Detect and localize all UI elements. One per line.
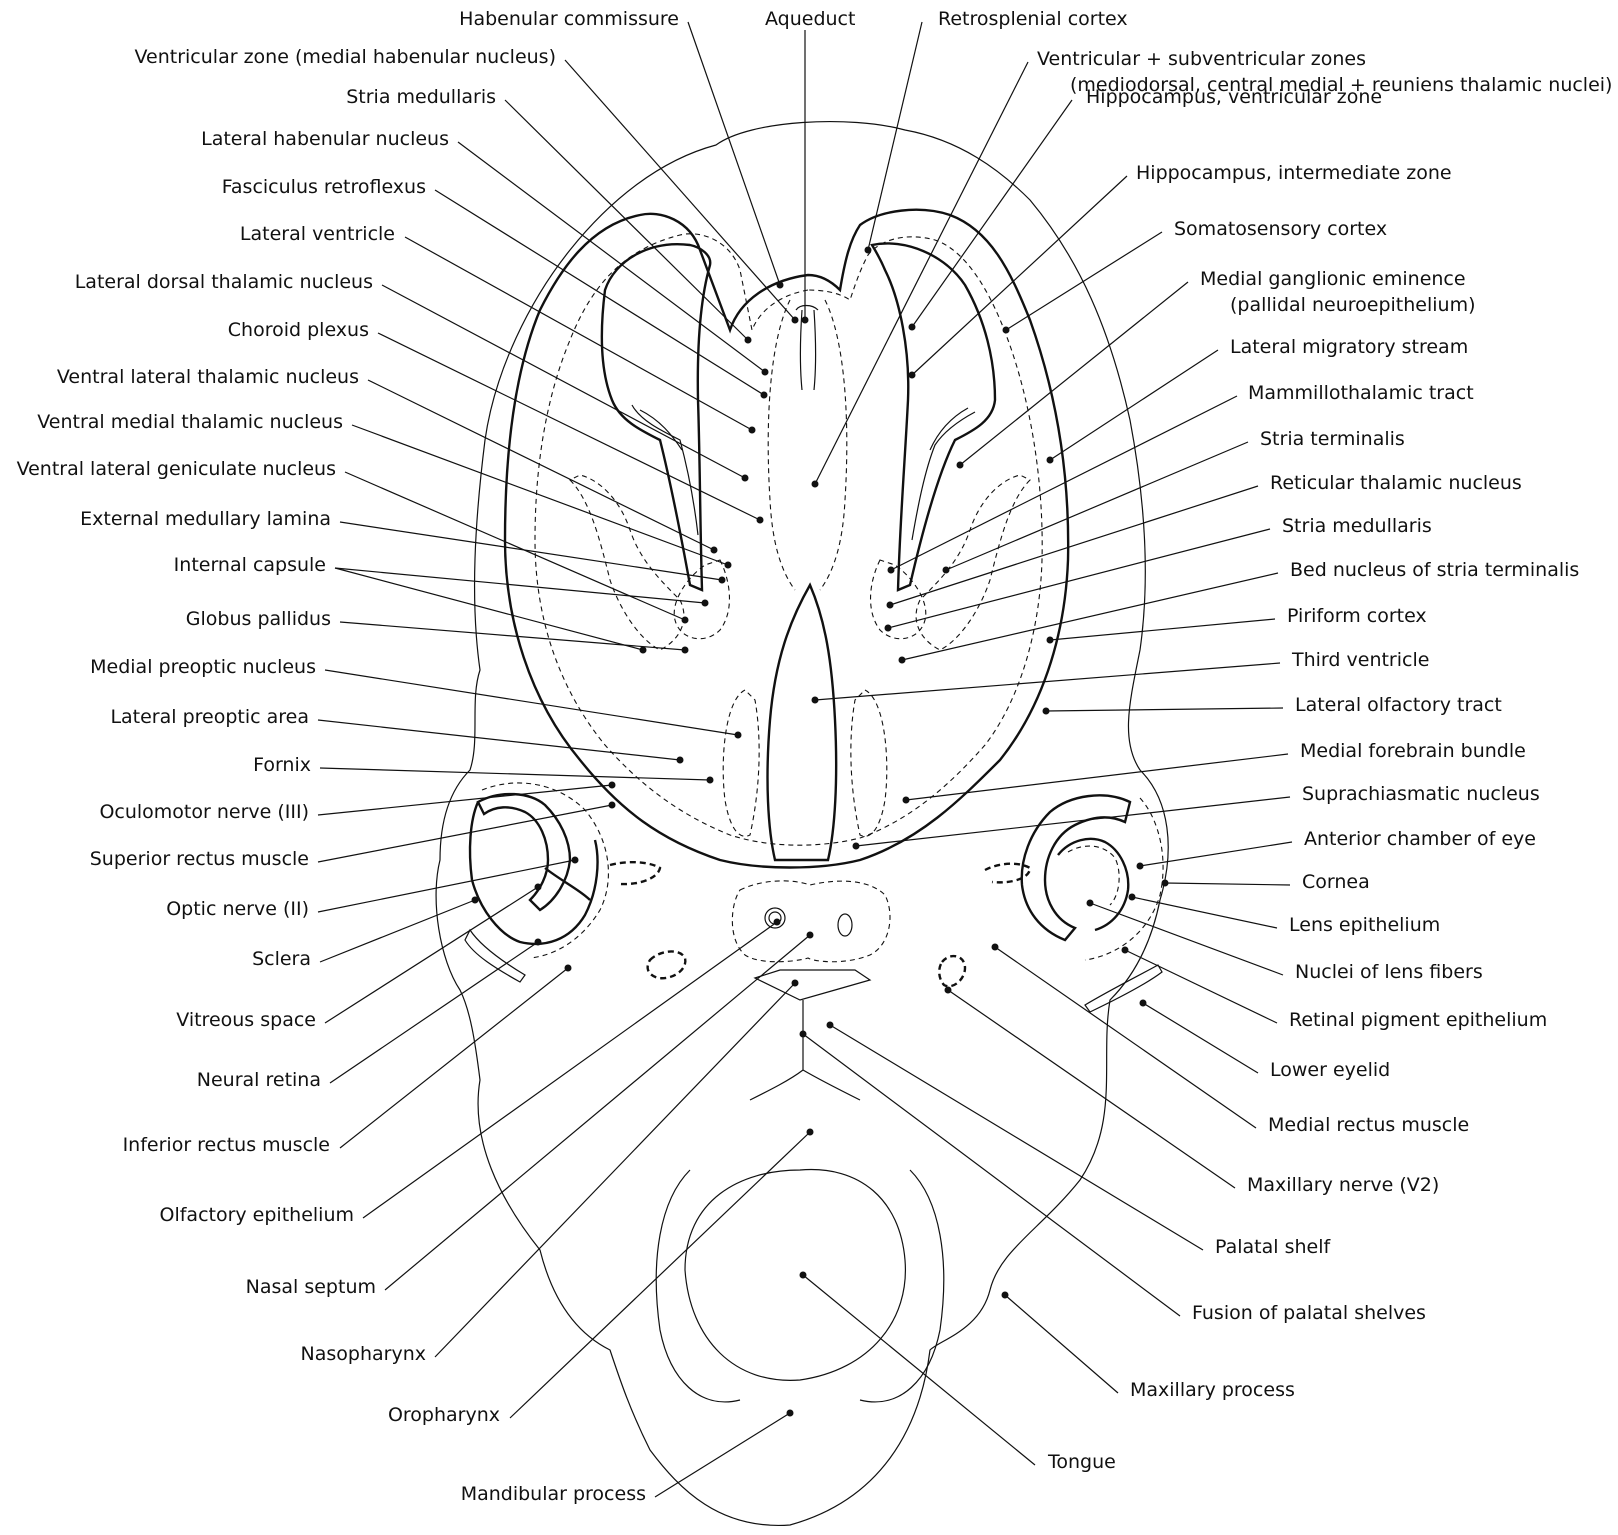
label-ventricular-subventricular-zones: Ventricular + subventricular zones — [1037, 48, 1366, 70]
label-superior-rectus-muscle: Superior rectus muscle — [90, 848, 309, 870]
label-inferior-rectus-muscle: Inferior rectus muscle — [123, 1134, 330, 1156]
right-labels: Aqueduct Retrosplenial cortex Ventricula… — [765, 8, 1612, 1473]
label-hippocampus-ventricular-zone: Hippocampus, ventricular zone — [1086, 86, 1382, 108]
label-retrosplenial-cortex: Retrosplenial cortex — [938, 8, 1128, 30]
label-external-medullary-lamina: External medullary lamina — [80, 508, 331, 530]
label-tongue: Tongue — [1047, 1451, 1116, 1473]
label-nasopharynx: Nasopharynx — [301, 1343, 426, 1365]
label-palatal-shelf: Palatal shelf — [1215, 1236, 1331, 1258]
label-neural-retina: Neural retina — [197, 1069, 321, 1091]
label-fasciculus-retroflexus: Fasciculus retroflexus — [222, 176, 426, 198]
label-cornea: Cornea — [1302, 871, 1370, 893]
label-mandibular-process: Mandibular process — [461, 1483, 646, 1505]
label-oculomotor-nerve: Oculomotor nerve (III) — [99, 801, 309, 823]
label-olfactory-epithelium: Olfactory epithelium — [160, 1204, 355, 1226]
label-lateral-olfactory-tract: Lateral olfactory tract — [1295, 694, 1502, 716]
label-nuclei-lens-fibers: Nuclei of lens fibers — [1295, 961, 1483, 983]
label-nasal-septum: Nasal septum — [246, 1276, 376, 1298]
label-choroid-plexus: Choroid plexus — [228, 319, 369, 341]
label-retinal-pigment-epithelium: Retinal pigment epithelium — [1289, 1009, 1547, 1031]
label-anterior-chamber-eye: Anterior chamber of eye — [1304, 828, 1536, 850]
label-lateral-migratory-stream: Lateral migratory stream — [1230, 336, 1468, 358]
label-aqueduct: Aqueduct — [765, 8, 855, 30]
label-suprachiasmatic-nucleus: Suprachiasmatic nucleus — [1302, 783, 1540, 805]
label-ventral-lateral-geniculate: Ventral lateral geniculate nucleus — [17, 458, 336, 480]
label-lateral-habenular-nucleus: Lateral habenular nucleus — [201, 128, 449, 150]
left-labels: Habenular commissure Ventricular zone (m… — [17, 8, 814, 1505]
label-lateral-preoptic-area: Lateral preoptic area — [110, 706, 309, 728]
label-stria-medullaris-right: Stria medullaris — [1282, 515, 1432, 537]
label-hippocampus-intermediate-zone: Hippocampus, intermediate zone — [1136, 162, 1452, 184]
label-bed-nucleus-stria-terminalis: Bed nucleus of stria terminalis — [1290, 559, 1579, 581]
label-piriform-cortex: Piriform cortex — [1287, 605, 1427, 627]
label-ventral-medial-thalamic: Ventral medial thalamic nucleus — [37, 411, 343, 433]
label-lateral-dorsal-thalamic: Lateral dorsal thalamic nucleus — [75, 271, 373, 293]
label-medial-rectus-muscle: Medial rectus muscle — [1268, 1114, 1469, 1136]
label-medial-ganglionic-eminence: Medial ganglionic eminence — [1200, 268, 1466, 290]
label-internal-capsule: Internal capsule — [174, 554, 326, 576]
label-third-ventricle: Third ventricle — [1291, 649, 1429, 671]
label-oropharynx: Oropharynx — [388, 1404, 500, 1426]
label-medial-preoptic-nucleus: Medial preoptic nucleus — [90, 656, 316, 678]
right-lateral-ventricle — [872, 243, 995, 590]
right-eye — [939, 795, 1163, 1012]
label-lower-eyelid: Lower eyelid — [1270, 1059, 1390, 1081]
label-somatosensory-cortex: Somatosensory cortex — [1174, 218, 1387, 240]
label-maxillary-nerve: Maxillary nerve (V2) — [1247, 1174, 1439, 1196]
label-lens-epithelium: Lens epithelium — [1289, 914, 1440, 936]
label-habenular-commissure: Habenular commissure — [459, 8, 679, 30]
left-eye — [465, 783, 685, 982]
label-mammillothalamic-tract: Mammillothalamic tract — [1248, 382, 1474, 404]
label-vitreous-space: Vitreous space — [176, 1009, 316, 1031]
label-lateral-ventricle: Lateral ventricle — [240, 223, 395, 245]
label-globus-pallidus: Globus pallidus — [186, 608, 331, 630]
label-ventricular-zone-medial-habenular: Ventricular zone (medial habenular nucle… — [135, 46, 556, 68]
label-stria-medullaris-left: Stria medullaris — [346, 86, 496, 108]
label-fornix: Fornix — [253, 754, 311, 776]
label-stria-terminalis: Stria terminalis — [1260, 428, 1405, 450]
label-optic-nerve: Optic nerve (II) — [166, 898, 309, 920]
third-ventricle — [768, 306, 837, 861]
label-reticular-thalamic-nucleus: Reticular thalamic nucleus — [1270, 472, 1522, 494]
label-fusion-palatal-shelves: Fusion of palatal shelves — [1192, 1302, 1426, 1324]
label-medial-ganglionic-eminence-sub: (pallidal neuroepithelium) — [1230, 294, 1476, 316]
label-sclera: Sclera — [252, 948, 311, 970]
label-maxillary-process: Maxillary process — [1130, 1379, 1295, 1401]
label-ventral-lateral-thalamic: Ventral lateral thalamic nucleus — [57, 366, 359, 388]
label-medial-forebrain-bundle: Medial forebrain bundle — [1300, 740, 1526, 762]
